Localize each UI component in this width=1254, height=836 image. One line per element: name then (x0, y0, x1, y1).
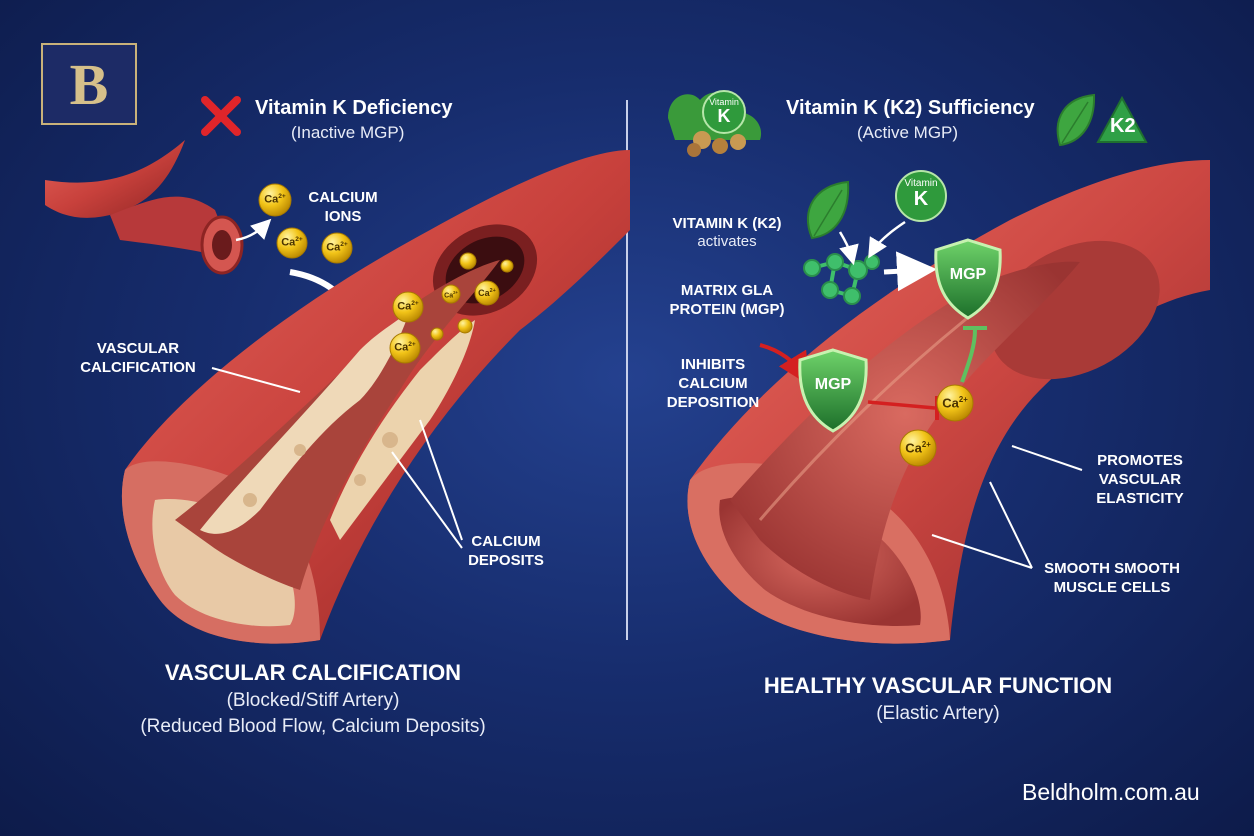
calcium-charge: 2+ (278, 193, 286, 201)
calcium-symbol: Ca (397, 301, 412, 314)
left-header-sub: (Inactive MGP) (291, 123, 405, 142)
small-artery (45, 140, 244, 275)
calcium-ion-label: Ca2+ (905, 440, 931, 455)
calcium-ion-label: Ca2+ (394, 341, 416, 354)
left-bottom-caption: VASCULAR CALCIFICATION (Blocked/Stiff Ar… (140, 660, 658, 738)
calcium-ion-label: Ca2+ (444, 290, 458, 299)
calcium-symbol: Ca (281, 237, 296, 250)
calcium-symbol: Ca (942, 395, 959, 411)
calcium-ion-label: Ca2+ (326, 241, 348, 254)
calcium-ion-label: Ca2+ (264, 193, 286, 206)
calcium-charge: 2+ (340, 241, 348, 249)
left-header-title: Vitamin K Deficiency (255, 97, 453, 119)
molecule (803, 253, 880, 305)
calcium-symbol: Ca (264, 194, 279, 207)
right-bottom-caption: HEALTHY VASCULAR FUNCTION (Elastic Arter… (764, 673, 1254, 725)
left-bottom-sub2: (Reduced Blood Flow, Calcium Deposits) (140, 716, 486, 737)
calcium-deposits-pointer-2 (391, 451, 463, 549)
calcium-ions (258, 183, 974, 467)
calcium-symbol: Ca (326, 242, 341, 255)
right-bottom-title: HEALTHY VASCULAR FUNCTION (763, 673, 1113, 698)
right-header-sub: (Active MGP) (857, 123, 959, 142)
calcium-ion-label: Ca2+ (478, 288, 496, 298)
right-header-title: Vitamin K (K2) Sufficiency (786, 97, 1035, 119)
muscle-pointer (931, 481, 1033, 569)
calcium-charge: 2+ (921, 440, 931, 450)
k2-badge-text: K2 (1110, 115, 1136, 137)
calcium-symbol: Ca (394, 342, 409, 355)
mgp-shield-top-text: MGP (949, 266, 987, 283)
k2-activates-label: VITAMIN K (K2) activates (672, 215, 782, 250)
header-vitamin-k-text: Vitamin K (709, 97, 739, 126)
calcium-symbol: Ca (905, 440, 922, 456)
calcium-symbol: Ca (478, 287, 490, 298)
leaf-to-molecule-arrow (838, 231, 859, 266)
left-bottom-title: VASCULAR CALCIFICATION (164, 660, 462, 685)
calcium-charge: 2+ (453, 289, 458, 295)
vitamin-k-badge-circle (895, 170, 947, 222)
vascular-calcification-pointer (211, 367, 301, 393)
calcium-symbol: Ca (444, 292, 454, 300)
calcium-charge: 2+ (295, 236, 303, 244)
monogram-logo: B (41, 43, 137, 125)
inhibit-green (960, 329, 977, 383)
svg-text:B: B (70, 52, 109, 117)
red-x-icon (201, 96, 241, 136)
mgp-shield-top (934, 238, 1002, 320)
calcium-charge: 2+ (958, 395, 968, 405)
elasticity-pointer (1011, 445, 1083, 471)
calcium-ion-label: Ca2+ (942, 395, 968, 410)
k2-triangle-icon (1096, 95, 1148, 143)
right-bottom-sub: (Elastic Artery) (876, 703, 1000, 724)
inhibit-arrow (867, 400, 936, 410)
leaf-icon (806, 180, 850, 240)
vitamin-to-molecule-arrow (868, 220, 906, 259)
ion-arrow (235, 218, 272, 242)
mgp-shield-bottom-text: MGP (814, 376, 852, 393)
website-link[interactable]: Beldholm.com.au (1022, 779, 1200, 805)
header-leaf-icon (1056, 93, 1096, 147)
calcium-charge: 2+ (489, 287, 496, 294)
calcium-charge: 2+ (408, 341, 416, 349)
calcium-ion-label: Ca2+ (281, 236, 303, 249)
calcium-deposits-pointer (419, 419, 463, 541)
vitamin-k-badge-text: Vitamin K (904, 178, 938, 210)
mgp-shield-bottom (798, 348, 868, 433)
header-vitamin-k-circle (702, 90, 746, 134)
molecule-to-mgp-arrow (883, 251, 937, 292)
calcium-ion-label: Ca2+ (397, 300, 419, 313)
left-bottom-sub1: (Blocked/Stiff Artery) (226, 690, 400, 711)
calcium-charge: 2+ (411, 300, 419, 308)
